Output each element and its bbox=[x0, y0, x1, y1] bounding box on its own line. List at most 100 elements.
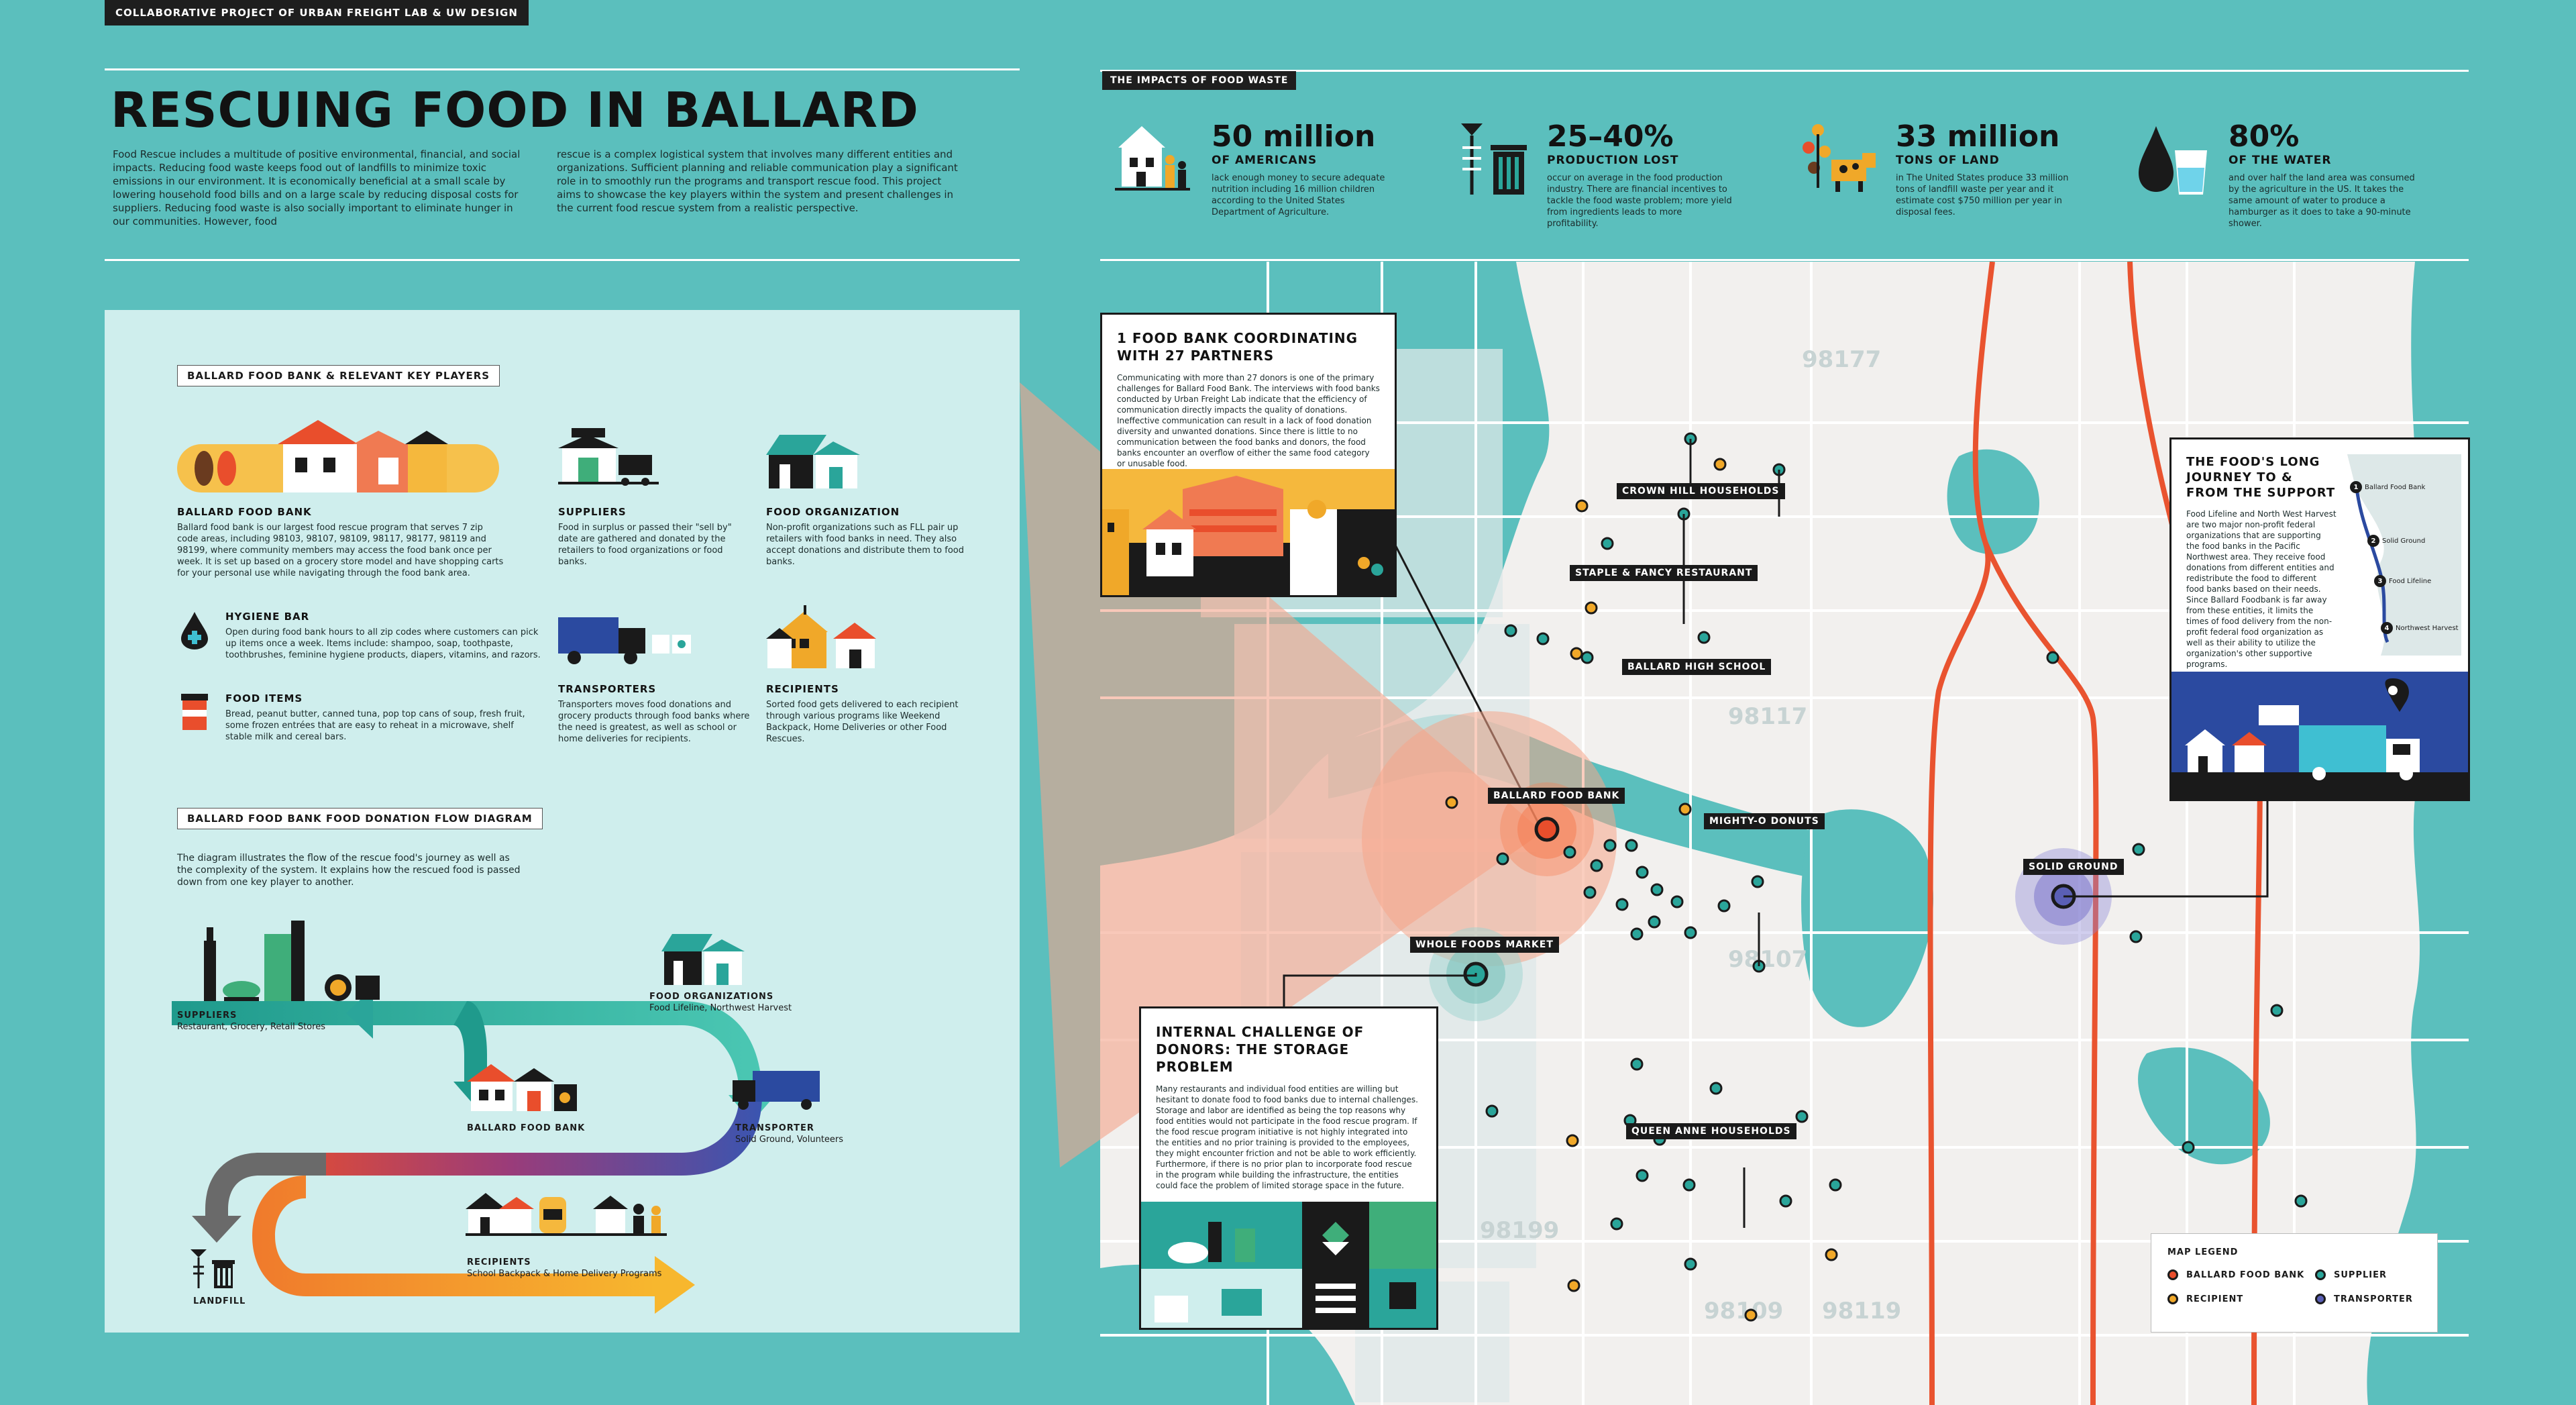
flow-recipients-icon bbox=[466, 1193, 667, 1236]
stat-production-lost: 25–40% PRODUCTION LOST occur on average … bbox=[1547, 119, 1735, 229]
flow-label-recipients: RECIPIENTS School Backpack & Home Delive… bbox=[467, 1257, 662, 1279]
key-player-title: HYGIENE BAR bbox=[225, 611, 310, 623]
intro-column-2: rescue is a complex logistical system th… bbox=[557, 148, 958, 214]
stat-label: OF AMERICANS bbox=[1212, 154, 1318, 167]
journey-stop: 4 Northwest Harvest bbox=[2381, 622, 2461, 634]
stat-number: 50 million bbox=[1212, 119, 1376, 154]
zip-label: 98117 bbox=[1728, 703, 1808, 730]
zip-label: 98107 bbox=[1728, 946, 1808, 973]
trash-can-icon bbox=[1456, 121, 1531, 208]
legend-title: MAP LEGEND bbox=[2167, 1247, 2239, 1257]
flow-label-suppliers: SUPPLIERS Restaurant, Grocery, Retail St… bbox=[177, 1010, 325, 1032]
card-title: 1 FOOD BANK COORDINATING WITH 27 PARTNER… bbox=[1117, 330, 1358, 364]
supplier-goods-icon bbox=[204, 921, 380, 1001]
key-player-food-items: FOOD ITEMS Bread, peanut butter, canned … bbox=[225, 692, 541, 743]
stat-water: 80% OF THE WATER and over half the land … bbox=[2229, 119, 2423, 229]
map-label-mighty-o: MIGHTY-O DONUTS bbox=[1704, 813, 1825, 829]
intro-column-1: Food Rescue includes a multitude of posi… bbox=[113, 148, 521, 227]
legend-item: RECIPIENT bbox=[2167, 1294, 2315, 1304]
key-player-hygiene: HYGIENE BAR Open during food bank hours … bbox=[225, 611, 541, 661]
key-player-text: Bread, peanut butter, canned tuna, pop t… bbox=[225, 709, 525, 742]
cow-crops-icon bbox=[1802, 121, 1877, 208]
zip-label: 98109 bbox=[1704, 1298, 1784, 1324]
delivery-truck-illustration bbox=[2171, 672, 2468, 799]
key-player-title: BALLARD FOOD BANK bbox=[177, 506, 312, 518]
key-player-transporters: TRANSPORTERS Transporters moves food don… bbox=[558, 683, 753, 745]
storage-illustration bbox=[1141, 1202, 1436, 1328]
journey-stop: 2 Solid Ground bbox=[2367, 535, 2425, 547]
zip-label: 98119 bbox=[1822, 1298, 1902, 1324]
supplier-store-icon bbox=[558, 428, 659, 486]
stat-number: 25–40% bbox=[1547, 119, 1674, 154]
stat-text: and over half the land area was consumed… bbox=[2229, 173, 2415, 229]
key-player-title: FOOD ORGANIZATION bbox=[766, 506, 900, 518]
flow-food-org-icon bbox=[661, 934, 745, 985]
flow-label-landfill: LANDFILL bbox=[193, 1296, 246, 1306]
map-label-queen-anne: QUEEN ANNE HOUSEHOLDS bbox=[1626, 1123, 1796, 1139]
journey-stop: 3 Food Lifeline bbox=[2374, 575, 2431, 587]
flow-truck-icon bbox=[733, 1071, 820, 1110]
card-journey: THE FOOD'S LONG JOURNEY TO & FROM THE SU… bbox=[2169, 437, 2470, 801]
stat-text: lack enough money to secure adequate nut… bbox=[1212, 173, 1385, 217]
food-bank-illustration bbox=[1102, 469, 1395, 595]
stat-number: 80% bbox=[2229, 119, 2300, 154]
card-storage: INTERNAL CHALLENGE OF DONORS: THE STORAG… bbox=[1139, 1006, 1438, 1330]
key-players-panel: BALLARD FOOD BANK & RELEVANT KEY PLAYERS… bbox=[105, 310, 1020, 1333]
hygiene-drop-icon bbox=[181, 612, 208, 649]
map-label-ballard-food-bank: BALLARD FOOD BANK bbox=[1488, 788, 1625, 804]
map-label-crown-hill: CROWN HILL HOUSEHOLDS bbox=[1617, 483, 1785, 499]
legend-item: TRANSPORTER bbox=[2315, 1294, 2436, 1304]
page-title: RESCUING FOOD IN BALLARD bbox=[111, 82, 919, 138]
key-player-text: Open during food bank hours to all zip c… bbox=[225, 627, 541, 660]
card-title: THE FOOD'S LONG JOURNEY TO & FROM THE SU… bbox=[2186, 455, 2336, 500]
food-bank-icon bbox=[177, 420, 499, 492]
water-drop-glass-icon bbox=[2137, 121, 2212, 208]
stat-label: OF THE WATER bbox=[2229, 154, 2332, 167]
flow-intro: The diagram illustrates the flow of the … bbox=[177, 853, 521, 888]
flow-label-food-orgs: FOOD ORGANIZATIONS Food Lifeline, Northw… bbox=[649, 992, 792, 1013]
key-player-text: Ballard food bank is our largest food re… bbox=[177, 523, 504, 578]
key-player-text: Non-profit organizations such as FLL pai… bbox=[766, 523, 965, 567]
key-player-title: TRANSPORTERS bbox=[558, 683, 657, 695]
header-rule bbox=[105, 68, 1020, 70]
card-text: Communicating with more than 27 donors i… bbox=[1117, 373, 1380, 468]
houses-people-icon bbox=[1115, 121, 1190, 208]
key-player-title: RECIPIENTS bbox=[766, 683, 839, 695]
map-legend: MAP LEGEND BALLARD FOOD BANK SUPPLIER RE… bbox=[2151, 1233, 2438, 1333]
flow-food-bank-icon bbox=[467, 1064, 577, 1111]
stat-text: occur on average in the food production … bbox=[1547, 173, 1732, 229]
zip-label: 98199 bbox=[1480, 1217, 1560, 1244]
project-tag: COLLABORATIVE PROJECT OF URBAN FREIGHT L… bbox=[105, 0, 529, 25]
card-coordinating: 1 FOOD BANK COORDINATING WITH 27 PARTNER… bbox=[1100, 313, 1397, 597]
impacts-bottom-rule bbox=[1100, 259, 2469, 261]
stat-label: TONS OF LAND bbox=[1896, 154, 2000, 167]
intro-bottom-rule bbox=[105, 259, 1020, 261]
flow-label-food-bank: BALLARD FOOD BANK bbox=[467, 1123, 586, 1133]
key-player-food-bank: BALLARD FOOD BANK Ballard food bank is o… bbox=[177, 506, 506, 579]
key-player-title: FOOD ITEMS bbox=[225, 692, 303, 705]
impacts-tag: THE IMPACTS OF FOOD WASTE bbox=[1102, 71, 1297, 90]
legend-item: BALLARD FOOD BANK bbox=[2167, 1269, 2315, 1280]
leader-line bbox=[1283, 973, 1477, 1006]
map-label-ballard-high: BALLARD HIGH SCHOOL bbox=[1622, 659, 1772, 675]
stat-number: 33 million bbox=[1896, 119, 2060, 154]
stat-label: PRODUCTION LOST bbox=[1547, 154, 1679, 167]
map-label-whole-foods: WHOLE FOODS MARKET bbox=[1410, 937, 1559, 953]
key-player-text: Sorted food gets delivered to each recip… bbox=[766, 700, 959, 744]
stat-americans: 50 million OF AMERICANS lack enough mone… bbox=[1212, 119, 1399, 218]
journey-route-map: 1 Ballard Food Bank 2 Solid Ground 3 Foo… bbox=[2341, 454, 2461, 656]
impacts-rule bbox=[1100, 70, 2469, 72]
transport-truck-icon bbox=[558, 617, 691, 664]
card-text: Many restaurants and individual food ent… bbox=[1156, 1084, 1418, 1190]
flow-tag: BALLARD FOOD BANK FOOD DONATION FLOW DIA… bbox=[177, 808, 543, 829]
flow-diagram bbox=[172, 988, 775, 1314]
legend-item: SUPPLIER bbox=[2315, 1269, 2436, 1280]
card-title: INTERNAL CHALLENGE OF DONORS: THE STORAG… bbox=[1156, 1024, 1364, 1075]
flow-label-transporter: TRANSPORTER Solid Ground, Volunteers bbox=[735, 1123, 844, 1145]
key-player-text: Transporters moves food donations and gr… bbox=[558, 700, 750, 744]
card-text: Food Lifeline and North West Harvest are… bbox=[2186, 509, 2337, 669]
stat-text: in The United States produce 33 million … bbox=[1896, 173, 2069, 217]
map-label-staple-fancy: STAPLE & FANCY RESTAURANT bbox=[1570, 565, 1758, 581]
map-label-solid-ground: SOLID GROUND bbox=[2023, 859, 2124, 875]
key-player-text: Food in surplus or passed their "sell by… bbox=[558, 523, 732, 567]
